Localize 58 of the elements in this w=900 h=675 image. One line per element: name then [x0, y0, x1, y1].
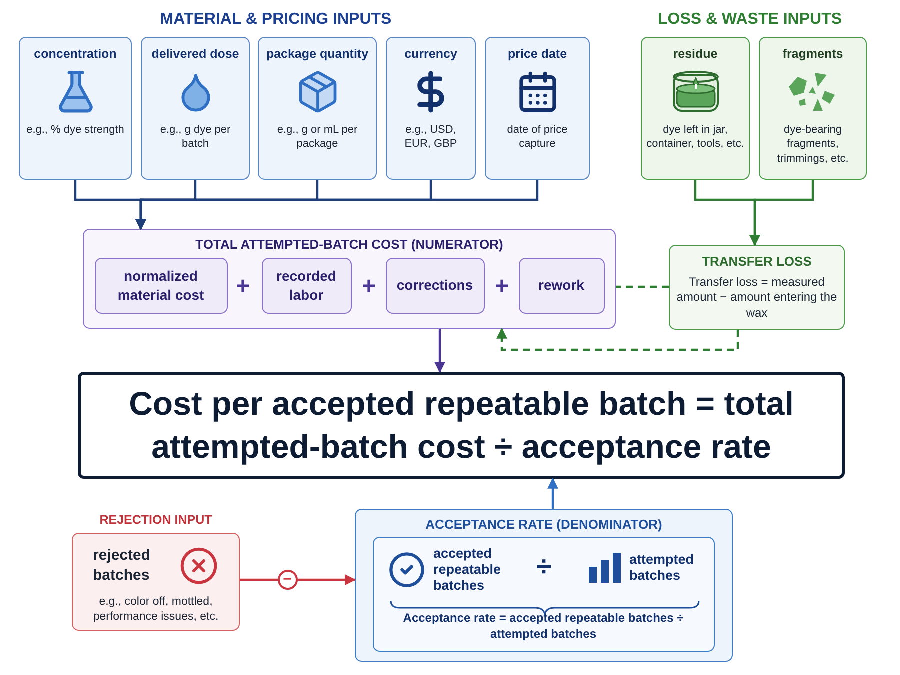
ratio-box: [372, 536, 714, 652]
card-description: e.g., g dye per batch: [159, 123, 232, 152]
term-box: [386, 258, 484, 314]
arrow: [136, 180, 539, 230]
term-label: normalized material cost: [116, 267, 206, 304]
card-description: dye-bearing fragments, trimmings, etc.: [776, 123, 850, 166]
input-card: [641, 37, 750, 180]
formula-box: [669, 245, 845, 330]
formula-text: Transfer loss = measured amount − amount entering the wax: [676, 274, 838, 322]
dashed-arrow: [496, 328, 740, 352]
card-description: dye left in jar, container, tools, etc.: [646, 123, 745, 152]
operator-symbol: +: [495, 275, 509, 299]
edge-label: −: [278, 570, 298, 590]
input-card: [386, 37, 476, 180]
arrow: [240, 574, 356, 586]
group-title: TOTAL ATTEMPTED-BATCH COST (NUMERATOR): [194, 237, 504, 252]
card-title: delivered dose: [152, 47, 240, 61]
term-box: [262, 258, 352, 314]
card-description: e.g., USD, EUR, GBP: [404, 123, 458, 152]
card-description: e.g., g or mL per package: [276, 123, 359, 152]
formula-box: [78, 372, 845, 479]
section-heading: LOSS & WASTE INPUTS: [658, 12, 842, 28]
group-box: [83, 229, 616, 329]
formula-text: Acceptance rate = accepted repeatable batches ÷ attempted batches: [402, 611, 685, 642]
input-card: [485, 37, 590, 180]
term-label: rework: [538, 276, 584, 295]
card-title: price date: [508, 47, 568, 61]
group-box: [355, 509, 733, 662]
operator-symbol: +: [362, 275, 376, 299]
group-title: ACCEPTANCE RATE (DENOMINATOR): [424, 517, 664, 532]
card-title: package quantity: [266, 47, 369, 61]
box-title: TRANSFER LOSS: [702, 254, 812, 269]
arrow: [750, 180, 814, 246]
card-description: e.g., % dye strength: [26, 123, 124, 138]
section-heading: MATERIAL & PRICING INPUTS: [160, 12, 392, 28]
denominator-label: attempted batches: [630, 552, 696, 584]
term-box: [94, 258, 228, 314]
card-title: concentration: [34, 47, 117, 61]
input-card: [141, 37, 250, 180]
box-heading: rejected batches: [93, 546, 152, 586]
card-title: fragments: [782, 47, 844, 61]
term-label: recorded labor: [276, 267, 338, 304]
operator-symbol: ÷: [536, 553, 552, 581]
term-label: corrections: [396, 276, 474, 295]
card-title: currency: [404, 47, 458, 61]
term-box: [518, 258, 604, 314]
input-card: [19, 37, 132, 180]
card-title: residue: [673, 47, 718, 61]
box-title: REJECTION INPUT: [98, 513, 214, 527]
arrow: [434, 329, 446, 374]
card-description: date of price capture: [506, 123, 569, 152]
formula-text: Cost per accepted repeatable batch = total attempted-batch cost ÷ acceptance rate: [128, 384, 795, 467]
box-description: e.g., color off, mottled, performance issues, etc.: [92, 594, 220, 626]
arrow: [548, 478, 558, 509]
input-card: [258, 37, 377, 180]
input-card: [759, 37, 867, 180]
operator-symbol: +: [236, 275, 250, 299]
numerator-label: accepted repeatable batches: [434, 546, 502, 594]
